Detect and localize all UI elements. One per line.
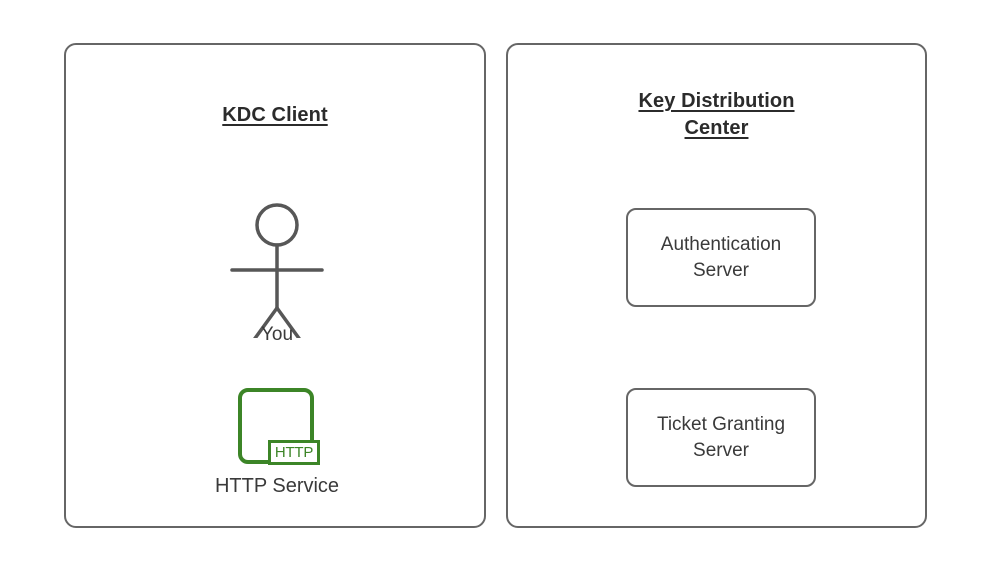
actor-label-you: You [260, 324, 294, 345]
authentication-server-label-line-2: Server [693, 259, 749, 281]
ticket-granting-server-label: Ticket Granting Server [651, 412, 791, 464]
panel-kdc-client-title-line-1: KDC Client [222, 104, 328, 126]
panel-kdc-client[interactable]: KDC Client You HTTP HTTP Service [64, 43, 486, 528]
ticket-granting-server-label-line-1: Ticket Granting [656, 413, 786, 435]
authentication-server-label-line-1: Authentication [660, 233, 782, 255]
panel-kdc-client-title: KDC Client [66, 102, 484, 129]
ticket-granting-server-box[interactable]: Ticket Granting Server [626, 388, 816, 487]
panel-kdc-title-line-2: Center [684, 117, 749, 139]
authentication-server-box[interactable]: Authentication Server [626, 208, 816, 307]
stick-figure-actor-icon [213, 163, 341, 338]
ticket-granting-server-label-line-2: Server [693, 439, 749, 461]
http-service-icon-badge: HTTP [268, 440, 320, 465]
http-service-label: HTTP Service [214, 475, 340, 497]
authentication-server-label: Authentication Server [655, 232, 787, 284]
panel-kdc-title-line-1: Key Distribution [638, 90, 795, 112]
panel-key-distribution-center-title: Key Distribution Center [508, 88, 925, 142]
http-service-icon: HTTP [230, 383, 324, 469]
panel-key-distribution-center[interactable]: Key Distribution Center Authentication S… [506, 43, 927, 528]
